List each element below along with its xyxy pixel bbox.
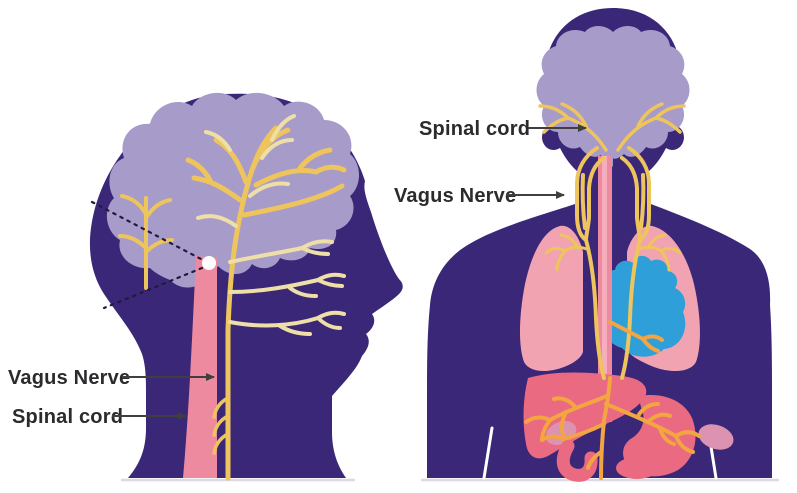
nerve-branch (260, 138, 294, 160)
nerve-branch (204, 130, 232, 152)
nerve-branch (270, 114, 296, 142)
nerve-branch (288, 286, 318, 298)
nerve-branch (674, 430, 701, 438)
nerve-branch (316, 310, 346, 320)
nerve-root-dot (211, 454, 217, 460)
vagus-nerve-label: Vagus Nerve (394, 185, 516, 207)
nerve-branch (604, 402, 678, 438)
nerve-branch (300, 239, 334, 250)
vagus-nerve-branches (185, 125, 347, 481)
nerve-branch (248, 181, 290, 198)
nerve-branch (120, 194, 148, 216)
vagus-nerve (575, 146, 651, 380)
nerve-branch (659, 249, 671, 272)
vagus-trunk (225, 125, 279, 333)
nerve-branch (196, 214, 238, 228)
nerve-branch (249, 127, 291, 173)
nerve-branch (555, 249, 567, 272)
kidney-right (698, 424, 734, 450)
nerve-branch (616, 116, 658, 152)
spinal-cord (183, 256, 217, 478)
nerve-branch (118, 234, 148, 250)
stomach (623, 394, 696, 477)
spinal-cord-label: Spinal cord (419, 118, 530, 140)
nerve-branch (641, 337, 660, 353)
nerve-branch (560, 410, 568, 436)
nerve-branch (636, 102, 664, 128)
nerve-branch (560, 102, 588, 128)
nerve-branch (542, 116, 570, 134)
nerve-branch (253, 168, 319, 188)
nerve-branch (228, 316, 320, 328)
nerve-branch (586, 450, 603, 470)
secondary-nerve-tree (118, 194, 174, 290)
nerve-branch (654, 116, 682, 134)
spinal-cord-label: Spinal cord (12, 406, 123, 428)
cervical-nerve-hooks (212, 396, 230, 458)
left-panel-labels: Vagus Nerve Spinal cord (8, 367, 215, 428)
right-panel-labels: Spinal cord Vagus Nerve (394, 118, 587, 207)
nerve-branch (316, 272, 346, 282)
nerve-branch (212, 414, 230, 440)
nerve-branch (548, 394, 609, 422)
nerve-branch (540, 434, 565, 442)
nerve-branch (144, 238, 174, 254)
nerve-branch (228, 246, 304, 264)
nerve-branch (538, 104, 570, 120)
nerve-branch (213, 137, 249, 185)
arm-separation-line (482, 426, 494, 480)
nerve-branch (646, 412, 672, 424)
facial-nerve-branches (228, 239, 346, 336)
heart (599, 255, 686, 357)
dotted-guide-line (102, 266, 204, 310)
vagus-nerve-label: Vagus Nerve (8, 367, 130, 389)
spinal-cord-highlight (602, 156, 607, 422)
nerve-branch (646, 233, 667, 250)
nerve-root-dot (211, 436, 217, 442)
nerve-branch (552, 396, 578, 410)
lung-left (519, 225, 583, 372)
nerve-branch (524, 415, 552, 424)
nerve-junction-dot (202, 256, 216, 270)
nerve-branch (191, 175, 243, 203)
nerve-branch (185, 157, 213, 183)
nerve-branch (608, 320, 645, 341)
vagus-vein-left (580, 173, 587, 230)
nerve-branch (241, 183, 345, 218)
nerve-branch (636, 402, 660, 418)
plexus-trunk (599, 376, 612, 480)
nerve-branch (659, 247, 682, 255)
nerve-branch (561, 422, 606, 441)
nerve-branch (316, 316, 342, 330)
nerve-branch (566, 116, 608, 152)
vagus-loop-right (620, 156, 642, 242)
nerve-branch (144, 198, 172, 220)
head-profile-figure (89, 92, 403, 482)
nerve-branch (212, 396, 230, 422)
abdominal-nerve-plexus (524, 320, 701, 480)
vagus-loop-left (584, 156, 606, 242)
nerve-branch (654, 104, 686, 120)
nerve-branch (278, 324, 312, 336)
nerve-branch (300, 246, 330, 256)
nerve-root-dot (211, 418, 217, 424)
full-body-figure (420, 8, 780, 482)
nerve-branch (674, 434, 695, 454)
nerve-branch (212, 432, 230, 458)
nerve-root-dots (211, 418, 217, 460)
nerve-branch (559, 233, 580, 250)
cranial-nerve-branches (538, 102, 686, 152)
brain (536, 26, 690, 159)
nerve-branch (658, 426, 676, 446)
nerve-branch (313, 164, 347, 175)
nerve-branch (544, 247, 567, 255)
nerve-branch (297, 147, 333, 171)
thoracic-nerve-twigs (544, 233, 682, 272)
dotted-guide-lines (90, 200, 204, 310)
nerve-branch (228, 278, 320, 294)
light-nerve-twigs (196, 114, 296, 228)
vagus-vein-right (639, 173, 646, 230)
nerve-branch (316, 278, 344, 288)
